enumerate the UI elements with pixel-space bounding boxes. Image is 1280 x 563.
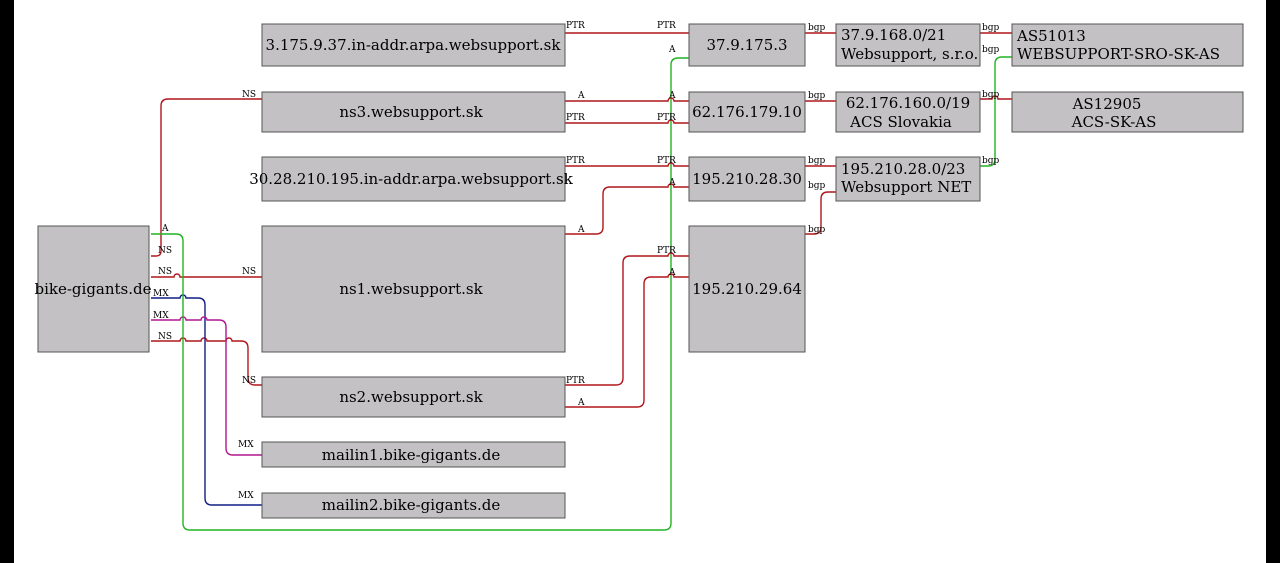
node-label: ACS-SK-AS: [1071, 113, 1157, 131]
edge-label-a: A: [668, 45, 676, 55]
edge-ns-bike-to-ns1: [151, 273, 262, 278]
node-label: bike-gigants.de: [34, 280, 151, 298]
edge-label-ptr: PTR: [566, 21, 585, 31]
edge-label-ptr: PTR: [566, 376, 585, 386]
edge-label-mx: MX: [238, 491, 254, 501]
edge-label-a: A: [668, 91, 676, 101]
edge-label-bgp: bgp: [982, 90, 1000, 100]
node-ns1[interactable]: ns1.websupport.sk: [261, 225, 566, 353]
node-label: 62.176.160.0/19: [846, 94, 970, 112]
node-label: ACS Slovakia: [849, 113, 952, 131]
node-ip-195-210-28-30[interactable]: 195.210.28.30: [688, 156, 806, 202]
node-label: 62.176.179.10: [692, 103, 802, 121]
edge-label-ptr: PTR: [657, 21, 676, 31]
edge-label-ns: NS: [158, 246, 172, 256]
edge-label-ns: NS: [158, 267, 172, 277]
node-label: Websupport, s.r.o.: [841, 45, 978, 63]
node-label: 195.210.29.64: [692, 280, 802, 298]
edge-bgp-195-210-29-64-to-net: [805, 191, 836, 235]
node-label: 195.210.28.0/23: [841, 160, 965, 178]
edge-label-a: A: [668, 178, 676, 188]
edge-label-ns: NS: [158, 332, 172, 342]
node-label: ns1.websupport.sk: [339, 280, 483, 298]
node-label: WEBSUPPORT-SRO-SK-AS: [1017, 45, 1220, 63]
node-label: mailin1.bike-gigants.de: [322, 446, 501, 464]
edge-a-bike-to-37-9-175-3: [151, 57, 689, 531]
node-label: 37.9.168.0/21: [841, 26, 946, 44]
node-ip-195-210-29-64[interactable]: 195.210.29.64: [688, 225, 806, 353]
node-label: 195.210.28.30: [692, 170, 802, 188]
edge-ns-bike-to-ns3: [151, 98, 262, 257]
edge-mx-bike-to-mailin2: [151, 294, 262, 506]
node-label: Websupport NET: [841, 178, 971, 196]
edge-label-ns: NS: [242, 90, 256, 100]
edge-a-ns3-to-62-176-179-10: [565, 97, 689, 102]
node-ns3[interactable]: ns3.websupport.sk: [261, 91, 566, 133]
edge-label-ptr: PTR: [566, 156, 585, 166]
edge-label-mx: MX: [153, 311, 169, 321]
node-label: ns3.websupport.sk: [339, 103, 483, 121]
node-ptr-37-9-175-3[interactable]: 3.175.9.37.in-addr.arpa.websupport.sk: [261, 23, 566, 67]
node-label: 37.9.175.3: [706, 36, 787, 54]
edge-a-ns1-to-195-210-28-30: [565, 183, 689, 235]
edge-label-bgp: bgp: [808, 156, 826, 166]
dns-graph-canvas: PTR PTR A NS A A PTR PTR PTR PTR A A PTR…: [14, 0, 1266, 563]
node-bike-gigants[interactable]: bike-gigants.de: [34, 225, 152, 353]
edge-label-ptr: PTR: [566, 113, 585, 123]
node-label: AS12905: [1072, 95, 1142, 113]
edge-ptr-ns2-to-195-210-29-64: [565, 252, 689, 386]
edge-label-bgp: bgp: [808, 23, 826, 33]
edge-label-ptr: PTR: [657, 156, 676, 166]
edge-label-ns: NS: [242, 267, 256, 277]
edge-label-bgp: bgp: [982, 23, 1000, 33]
edge-label-bgp: bgp: [808, 181, 826, 191]
edge-bgp-net195-to-as51013: [980, 56, 1012, 167]
node-net-62-176-160-0[interactable]: 62.176.160.0/19 ACS Slovakia: [835, 91, 981, 133]
edge-ptr-ptr195-to-ip: [565, 162, 689, 167]
edge-label-bgp: bgp: [808, 91, 826, 101]
edge-ns-bike-to-ns2: [151, 337, 262, 386]
edge-label-mx: MX: [153, 289, 169, 299]
node-as12905[interactable]: AS12905 ACS-SK-AS: [1011, 91, 1244, 133]
edge-label-a: A: [577, 225, 585, 235]
edge-label-a: A: [161, 224, 169, 234]
edge-label-ptr: PTR: [657, 246, 676, 256]
dns-graph: PTR PTR A NS A A PTR PTR PTR PTR A A PTR…: [34, 21, 1244, 531]
edge-label-bgp: bgp: [982, 156, 1000, 166]
node-ns2[interactable]: ns2.websupport.sk: [261, 376, 566, 418]
edge-label-ptr: PTR: [657, 113, 676, 123]
edge-label-ns: NS: [242, 376, 256, 386]
edge-ptr-62-176-179-10-to-ns3: [565, 119, 689, 124]
node-label: mailin2.bike-gigants.de: [322, 496, 501, 514]
node-label: 30.28.210.195.in-addr.arpa.websupport.sk: [249, 170, 573, 188]
edge-label-a: A: [668, 268, 676, 278]
edge-label-a: A: [577, 398, 585, 408]
node-ip-37-9-175-3[interactable]: 37.9.175.3: [688, 23, 806, 67]
edge-a-ns2-to-195-210-29-64: [565, 273, 689, 408]
edge-label-bgp: bgp: [982, 45, 1000, 55]
node-ip-62-176-179-10[interactable]: 62.176.179.10: [688, 91, 806, 133]
node-ptr-195-210-28-30[interactable]: 30.28.210.195.in-addr.arpa.websupport.sk: [249, 156, 574, 202]
node-as51013[interactable]: AS51013 WEBSUPPORT-SRO-SK-AS: [1011, 23, 1244, 67]
edge-label-bgp: bgp: [808, 225, 826, 235]
node-net-37-9-168-0[interactable]: 37.9.168.0/21 Websupport, s.r.o.: [835, 23, 981, 67]
edge-mx-bike-to-mailin1: [151, 316, 262, 456]
edge-label-mx: MX: [238, 440, 254, 450]
node-label: AS51013: [1016, 27, 1086, 45]
node-mailin1[interactable]: mailin1.bike-gigants.de: [261, 441, 566, 468]
edge-label-a: A: [577, 91, 585, 101]
node-net-195-210-28-0[interactable]: 195.210.28.0/23 Websupport NET: [835, 156, 981, 202]
node-mailin2[interactable]: mailin2.bike-gigants.de: [261, 492, 566, 519]
node-label: 3.175.9.37.in-addr.arpa.websupport.sk: [266, 36, 562, 54]
node-label: ns2.websupport.sk: [339, 388, 483, 406]
